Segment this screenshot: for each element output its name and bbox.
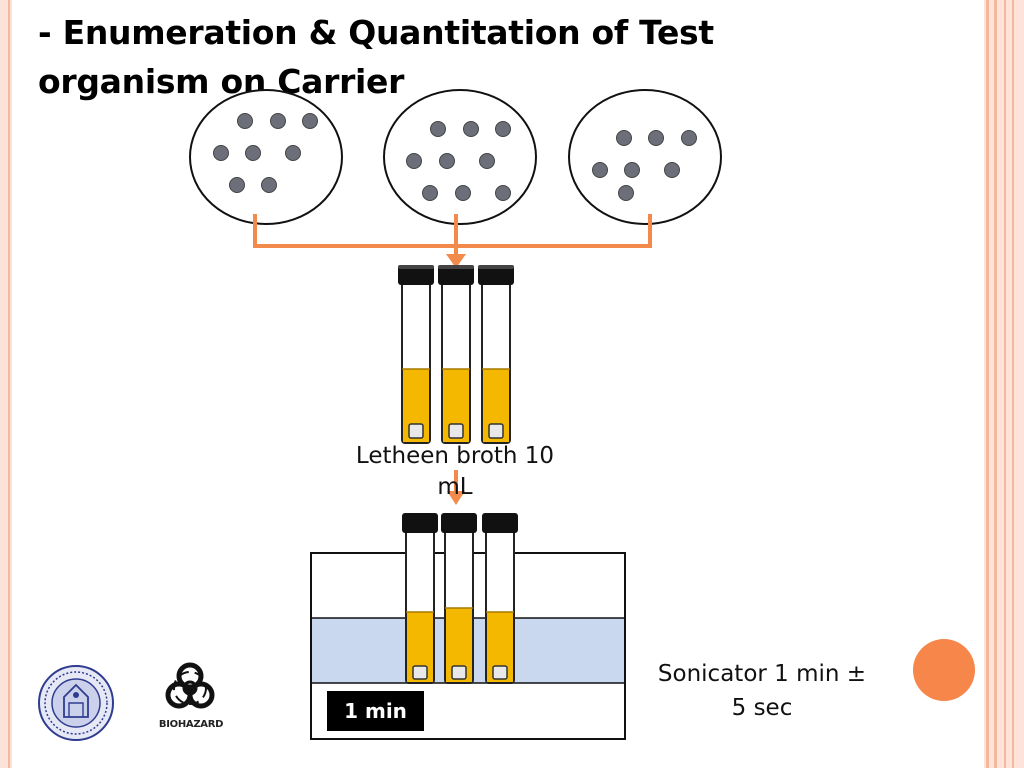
broth-caption-line-2: mL [437, 474, 473, 500]
title-line-1: - Enumeration & Quantitation of Test [38, 13, 714, 52]
biohazard-label: BIOHAZARD [158, 719, 224, 730]
carrier-plate-3 [568, 89, 722, 225]
slide-title: - Enumeration & Quantitation of Test orga… [38, 8, 798, 106]
carrier-plate-2 [383, 89, 537, 225]
sonicator-caption-line-2: 5 sec [731, 695, 793, 721]
duration-label: 1 min [327, 691, 424, 731]
carrier-plate-1 [189, 89, 343, 225]
test-tube-group-upper [397, 264, 515, 444]
connector-arrow [253, 214, 652, 258]
sonicator-caption-line-1: Sonicator 1 min ± [657, 661, 867, 687]
sonicator-caption: Sonicator 1 min ± 5 sec [640, 657, 884, 725]
title-line-2: organism on Carrier [38, 62, 405, 101]
broth-caption-line-1: Letheen broth 10 [355, 443, 555, 469]
test-tube-group-lower [402, 513, 518, 684]
down-arrow [447, 470, 465, 505]
broth-caption: Letheen broth 10 mL [337, 441, 573, 503]
university-seal-icon [38, 665, 114, 741]
accent-circle [913, 639, 975, 701]
biohazard-icon [165, 662, 215, 709]
